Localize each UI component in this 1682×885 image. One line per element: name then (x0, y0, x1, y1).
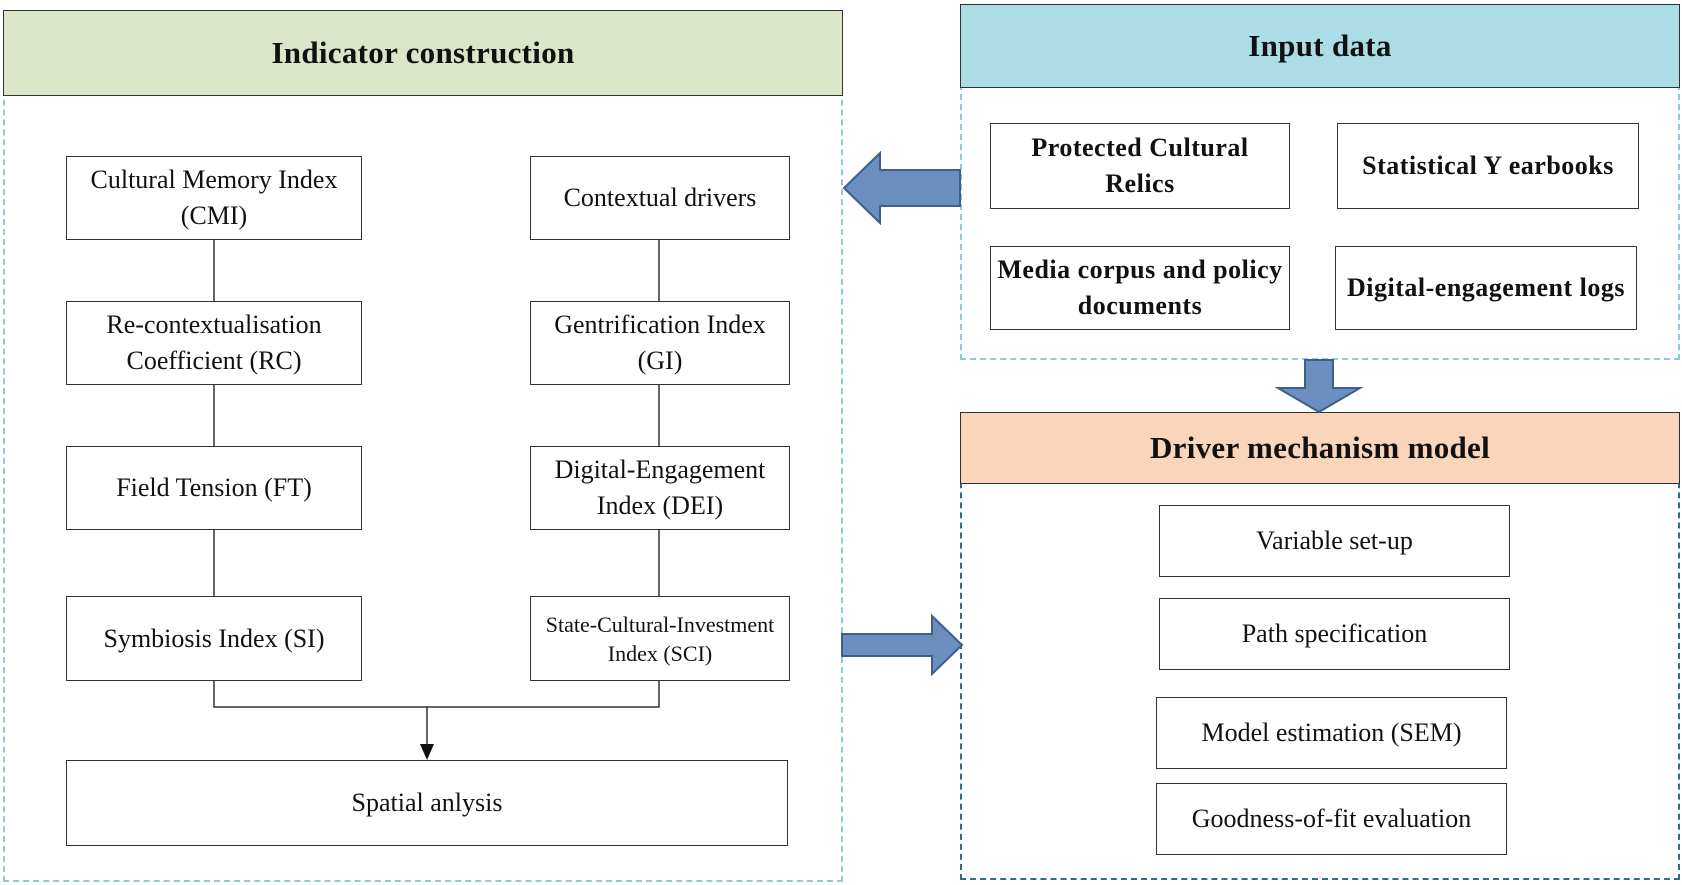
goodness-of-fit-label: Goodness-of-fit evaluation (1191, 804, 1472, 833)
path-specification-box: Path specification (1159, 598, 1510, 670)
state-cultural-investment-index-label: State-Cultural-Investment Index (SCI) (545, 611, 775, 666)
symbiosis-index-label: Symbiosis Index (SI) (103, 623, 325, 653)
symbiosis-index-box: Symbiosis Index (SI) (66, 596, 362, 681)
field-tension-label: Field Tension (FT) (116, 473, 312, 502)
path-specification-label: Path specification (1241, 619, 1428, 648)
spatial-analysis-label: Spatial anlysis (351, 788, 503, 817)
cultural-memory-index-label: Cultural Memory Index (CMI) (90, 165, 338, 230)
gentrification-index-box: Gentrification Index (GI) (530, 301, 790, 385)
model-estimation-box: Model estimation (SEM) (1156, 697, 1507, 769)
digital-engagement-logs-box: Digital-engagement logs (1335, 246, 1637, 330)
input-data-header: Input data (960, 4, 1680, 88)
spatial-analysis-box: Spatial anlysis (66, 760, 788, 846)
digital-engagement-logs-label: Digital-engagement logs (1347, 273, 1625, 302)
indicator-construction-title: Indicator construction (271, 35, 575, 70)
driver-mechanism-title: Driver mechanism model (1149, 430, 1491, 465)
merge-connector (213, 681, 660, 708)
goodness-of-fit-box: Goodness-of-fit evaluation (1156, 783, 1507, 855)
contextual-drivers-label: Contextual drivers (563, 183, 757, 212)
statistical-yearbooks-box: Statistical Y earbooks (1337, 123, 1639, 209)
indicator-to-driver-arrow (841, 613, 964, 677)
spatial-analysis-arrowhead (420, 744, 434, 760)
field-tension-box: Field Tension (FT) (66, 446, 362, 530)
variable-setup-box: Variable set-up (1159, 505, 1510, 577)
variable-setup-label: Variable set-up (1256, 526, 1413, 555)
contextual-drivers-box: Contextual drivers (530, 156, 790, 240)
input-data-title: Input data (1248, 28, 1392, 63)
cultural-memory-index-box: Cultural Memory Index (CMI) (66, 156, 362, 240)
gentrification-index-label: Gentrification Index (GI) (554, 310, 766, 375)
recontextualisation-coefficient-box: Re-contextualisation Coefficient (RC) (66, 301, 362, 385)
digital-engagement-index-label: Digital-Engagement Index (DEI) (554, 455, 766, 520)
media-corpus-box: Media corpus and policy documents (990, 246, 1290, 330)
digital-engagement-index-box: Digital-Engagement Index (DEI) (530, 446, 790, 530)
protected-cultural-relics-label: Protected Cultural Relics (1031, 133, 1249, 198)
statistical-yearbooks-label: Statistical Y earbooks (1362, 151, 1614, 180)
model-estimation-label: Model estimation (SEM) (1201, 718, 1462, 747)
indicator-construction-header: Indicator construction (3, 10, 843, 96)
state-cultural-investment-index-box: State-Cultural-Investment Index (SCI) (530, 596, 790, 681)
input-to-indicator-arrow (842, 150, 961, 226)
recontextualisation-coefficient-label: Re-contextualisation Coefficient (RC) (106, 310, 322, 375)
input-to-driver-arrow (1274, 359, 1364, 414)
media-corpus-label: Media corpus and policy documents (997, 255, 1283, 320)
protected-cultural-relics-box: Protected Cultural Relics (990, 123, 1290, 209)
